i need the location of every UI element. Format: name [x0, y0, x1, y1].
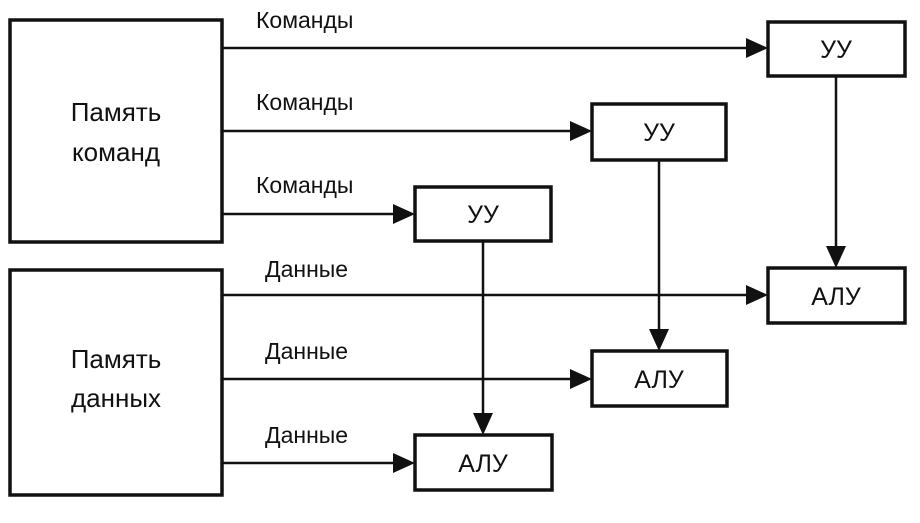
- instruction-flow-3-arrowhead: [393, 204, 415, 224]
- control-unit-1-label: УУ: [820, 36, 852, 64]
- alu-1-box: [766, 266, 907, 325]
- instruction-flow-2-label: Команды: [256, 89, 353, 115]
- alu-3-box: [413, 433, 554, 492]
- data-flow-3: Данные: [222, 422, 415, 473]
- instruction-memory-label-line1: Память: [71, 97, 162, 127]
- instruction-flow-1: Команды: [222, 7, 768, 58]
- alu-2: АЛУ: [590, 349, 729, 408]
- control-unit-1: УУ: [766, 20, 907, 78]
- control-link-2-arrowhead: [649, 329, 669, 351]
- data-flow-2: Данные: [222, 338, 592, 389]
- instruction-flow-1-label: Команды: [256, 7, 353, 33]
- control-unit-3-box: [413, 185, 553, 243]
- data-flow-3-label: Данные: [265, 422, 348, 448]
- alu-3-label: АЛУ: [458, 450, 508, 478]
- instruction-flow-2: Команды: [222, 89, 592, 141]
- alu-3: АЛУ: [413, 433, 554, 492]
- data-memory-label-line2: данных: [71, 383, 161, 413]
- control-unit-2: УУ: [590, 102, 728, 162]
- instruction-memory-box: [8, 18, 224, 244]
- alu-2-label: АЛУ: [634, 366, 684, 394]
- control-unit-2-label: УУ: [643, 119, 675, 147]
- control-link-1-arrowhead: [826, 246, 846, 268]
- instruction-memory-label-line2: команд: [72, 137, 160, 167]
- control-link-2: [649, 160, 669, 351]
- instruction-flow-2-arrowhead: [570, 121, 592, 141]
- data-memory: Память данных: [8, 268, 224, 497]
- instruction-flow-1-arrowhead: [746, 38, 768, 58]
- instruction-flow-3: Команды: [222, 172, 415, 224]
- data-flow-2-label: Данные: [265, 338, 348, 364]
- control-unit-3-label: УУ: [467, 201, 499, 229]
- data-memory-box: [8, 268, 224, 497]
- control-link-1: [826, 76, 846, 268]
- alu-1-label: АЛУ: [811, 283, 861, 311]
- instruction-flow-3-label: Команды: [256, 172, 353, 198]
- data-flow-1: Данные: [222, 256, 768, 305]
- control-link-3: [473, 241, 493, 435]
- alu-1: АЛУ: [766, 266, 907, 325]
- data-flow-1-label: Данные: [265, 256, 348, 282]
- alu-2-box: [590, 349, 729, 408]
- data-flow-3-arrowhead: [393, 453, 415, 473]
- instruction-memory: Память команд: [8, 18, 224, 244]
- data-flow-2-arrowhead: [570, 369, 592, 389]
- data-flow-1-arrowhead: [746, 285, 768, 305]
- control-link-3-arrowhead: [473, 413, 493, 435]
- data-memory-label-line1: Память: [71, 344, 162, 374]
- control-unit-3: УУ: [413, 185, 553, 243]
